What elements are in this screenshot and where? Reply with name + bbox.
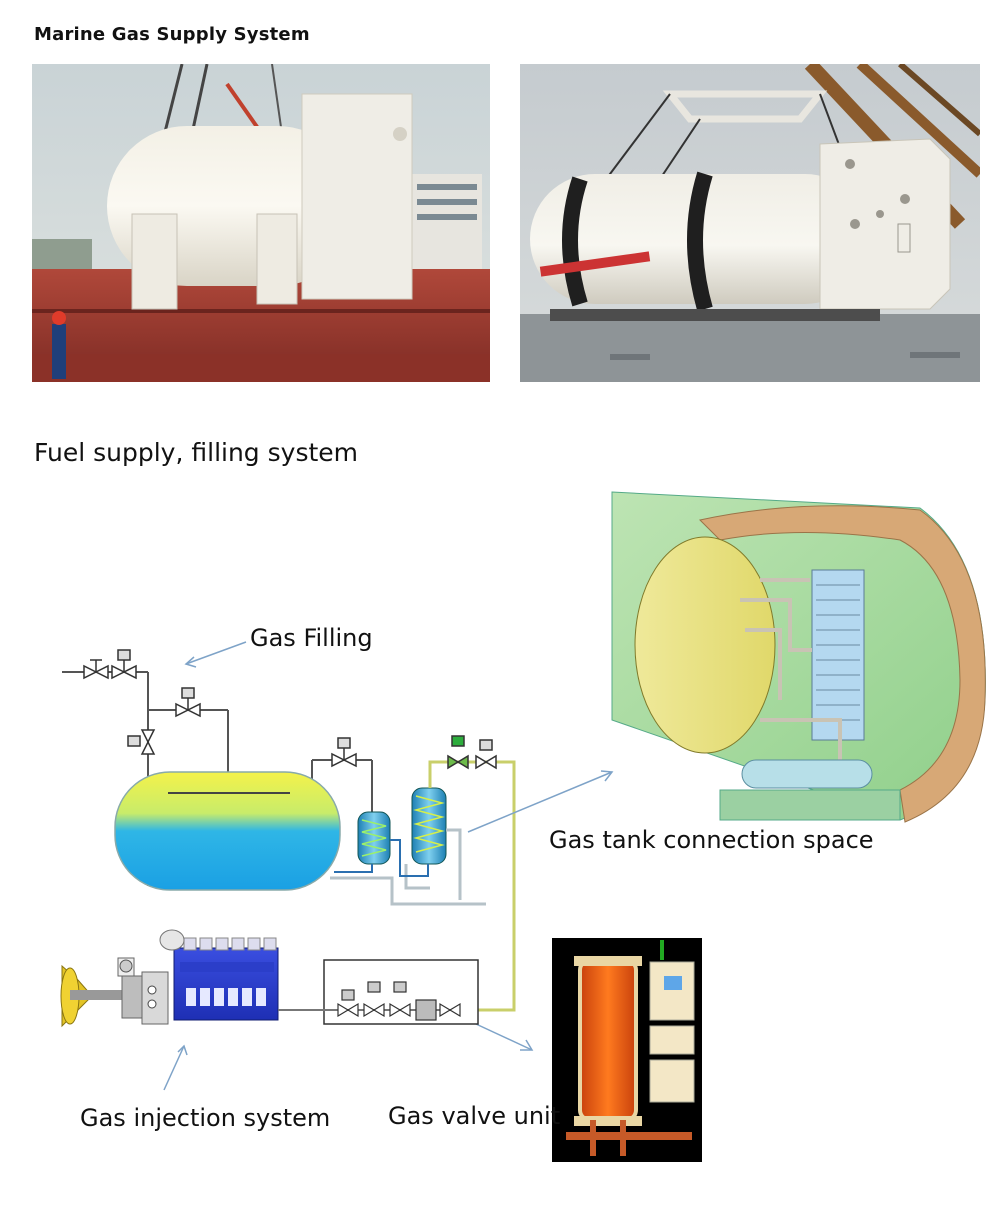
gas-valve-unit-image [552, 938, 702, 1162]
main-engine [60, 929, 279, 1028]
page-title: Marine Gas Supply System [34, 24, 310, 45]
lng-storage-tank [114, 771, 341, 891]
gas-supply-line [428, 760, 516, 1012]
tank-photo-right [520, 64, 980, 382]
label-gas-tank-connection-space: Gas tank connection space [549, 826, 874, 854]
tank-photo-left [32, 64, 490, 382]
gas-valve-unit-box [278, 959, 479, 1025]
label-gas-filling: Gas Filling [250, 624, 373, 652]
vaporizers [357, 787, 447, 865]
label-gas-valve-unit: Gas valve unit [388, 1102, 561, 1130]
label-gas-injection-system: Gas injection system [80, 1104, 331, 1132]
section-subtitle: Fuel supply, filling system [34, 438, 358, 467]
filling-valves [83, 649, 357, 768]
gas-tank-connection-space-image [611, 491, 986, 823]
